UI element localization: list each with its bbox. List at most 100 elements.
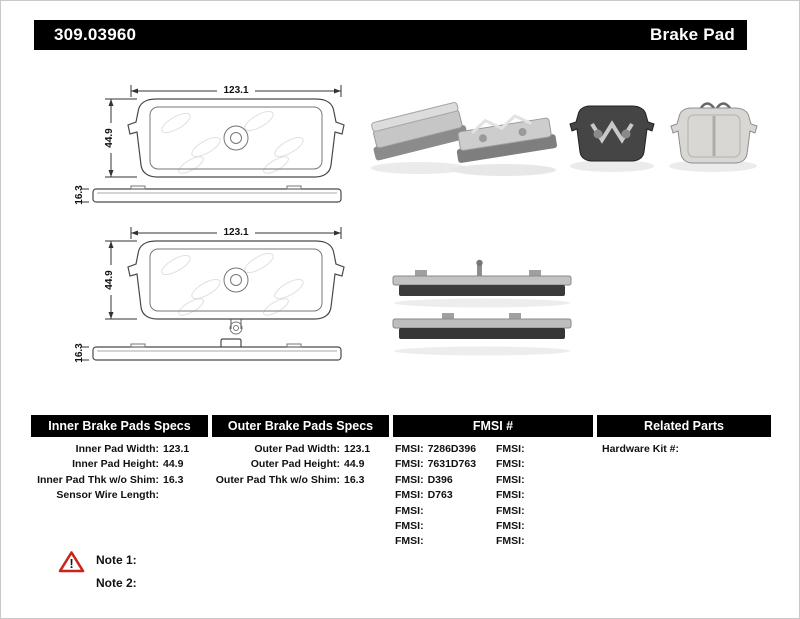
spec-label: Outer Pad Height: bbox=[250, 458, 340, 471]
spec-value: 7631D763 bbox=[427, 458, 477, 471]
inner-specs-header: Inner Brake Pads Specs bbox=[31, 415, 208, 437]
width-label: 123.1 bbox=[223, 85, 248, 96]
spec-label: FMSI: bbox=[496, 458, 525, 471]
thickness-label: 16.3 bbox=[74, 343, 85, 363]
spec-row: FMSI: bbox=[395, 504, 476, 519]
spec-value bbox=[424, 504, 428, 519]
pad-edge-view bbox=[92, 185, 342, 203]
spec-label: Hardware Kit #: bbox=[602, 443, 680, 455]
spec-row: Sensor Wire Length: bbox=[31, 488, 189, 503]
spec-value: 16.3 bbox=[163, 473, 184, 486]
thickness-dimension: 16.3 bbox=[71, 340, 89, 366]
spec-value: 44.9 bbox=[163, 458, 184, 471]
spec-value bbox=[525, 504, 529, 519]
spec-value bbox=[679, 442, 683, 457]
warning-exclamation: ! bbox=[69, 556, 73, 571]
spec-value bbox=[424, 519, 428, 534]
pad-set-top bbox=[392, 259, 572, 296]
pad-front-view bbox=[127, 98, 345, 178]
width-label: 123.1 bbox=[223, 227, 248, 238]
spec-label: FMSI: bbox=[496, 504, 525, 517]
spec-row: FMSI: bbox=[496, 504, 529, 519]
spec-label: FMSI: bbox=[496, 520, 525, 533]
spec-row: FMSI: D396 bbox=[395, 473, 476, 488]
related-parts-header: Related Parts bbox=[597, 415, 771, 437]
product-photo-pads-edge bbox=[392, 259, 572, 356]
spec-value bbox=[525, 534, 529, 549]
spec-row: Inner Pad Height: 44.9 bbox=[31, 457, 189, 472]
spec-value: 44.9 bbox=[344, 458, 365, 471]
product-photo-pad-front bbox=[669, 102, 758, 172]
spec-label: Outer Pad Thk w/o Shim: bbox=[215, 473, 340, 486]
spec-label: FMSI: bbox=[395, 489, 424, 502]
spec-value bbox=[525, 473, 529, 488]
fmsi-header: FMSI # bbox=[393, 415, 593, 437]
spec-label: FMSI: bbox=[395, 535, 424, 548]
spec-value bbox=[525, 442, 529, 457]
spec-label: Outer Pad Width: bbox=[254, 443, 340, 455]
spec-label: FMSI: bbox=[395, 473, 424, 486]
product-photo-pads-angled bbox=[371, 102, 557, 176]
spec-row: FMSI: bbox=[395, 519, 476, 534]
spec-row: Outer Pad Height: 44.9 bbox=[212, 457, 370, 472]
width-dimension: 123.1 bbox=[130, 225, 342, 239]
spec-row: Outer Pad Thk w/o Shim: 16.3 bbox=[212, 473, 370, 488]
spec-row: FMSI: bbox=[496, 442, 529, 457]
spec-value bbox=[159, 488, 163, 503]
height-dimension: 44.9 bbox=[100, 240, 137, 320]
fmsi-list-1: FMSI: 7286D396 FMSI: 7631D763 FMSI: D396… bbox=[395, 442, 476, 550]
spec-row: FMSI: bbox=[496, 473, 529, 488]
spec-value: D763 bbox=[427, 489, 453, 502]
spec-label: Inner Pad Thk w/o Shim: bbox=[37, 473, 159, 486]
spec-row: Outer Pad Width: 123.1 bbox=[212, 442, 370, 457]
spec-row: Inner Pad Width: 123.1 bbox=[31, 442, 190, 457]
spec-label: FMSI: bbox=[395, 458, 424, 471]
spec-value bbox=[424, 534, 428, 549]
fmsi-list-2: FMSI: FMSI: FMSI: FMSI: FMSI: FMSI: FMSI… bbox=[496, 442, 529, 550]
spec-row: Hardware Kit #: bbox=[602, 442, 683, 457]
pad-set-bottom bbox=[392, 313, 572, 339]
thickness-dimension: 16.3 bbox=[71, 182, 89, 208]
pad-front-view bbox=[127, 240, 345, 320]
spec-label: FMSI: bbox=[496, 443, 525, 455]
spec-value bbox=[525, 519, 529, 534]
spec-value: 123.1 bbox=[163, 443, 190, 455]
outer-specs-list: Outer Pad Width: 123.1 Outer Pad Height:… bbox=[212, 442, 371, 488]
spec-label: FMSI: bbox=[395, 504, 424, 517]
spec-row: FMSI: D763 bbox=[395, 488, 476, 503]
note-1: Note 1: bbox=[96, 553, 137, 567]
spec-value bbox=[525, 457, 529, 472]
spec-row: FMSI: bbox=[496, 457, 529, 472]
spec-value: 123.1 bbox=[344, 443, 371, 455]
spec-row: FMSI: 7631D763 bbox=[395, 457, 476, 472]
warning-icon: ! bbox=[58, 551, 85, 573]
thickness-label: 16.3 bbox=[74, 185, 85, 205]
spec-label: FMSI: bbox=[496, 473, 525, 486]
spec-row: FMSI: 7286D396 bbox=[395, 442, 476, 457]
spec-label: FMSI: bbox=[496, 489, 525, 502]
related-parts-list: Hardware Kit #: bbox=[602, 442, 683, 457]
height-label: 44.9 bbox=[104, 128, 115, 148]
spec-row: Inner Pad Thk w/o Shim: 16.3 bbox=[31, 473, 189, 488]
height-label: 44.9 bbox=[104, 270, 115, 290]
note-2: Note 2: bbox=[96, 576, 137, 590]
spec-value: 16.3 bbox=[344, 473, 365, 486]
width-dimension: 123.1 bbox=[130, 83, 342, 97]
spec-label: Inner Pad Height: bbox=[72, 458, 159, 471]
spec-row: FMSI: bbox=[496, 534, 529, 549]
inner-specs-list: Inner Pad Width: 123.1 Inner Pad Height:… bbox=[31, 442, 189, 504]
outer-specs-header: Outer Brake Pads Specs bbox=[212, 415, 389, 437]
spec-label: FMSI: bbox=[395, 520, 424, 533]
height-dimension: 44.9 bbox=[100, 98, 137, 178]
product-photo-pad-back bbox=[569, 105, 655, 172]
spec-row: FMSI: bbox=[496, 519, 529, 534]
pad-edge-view bbox=[92, 338, 342, 361]
page-title: Brake Pad bbox=[650, 25, 735, 44]
spec-label: FMSI: bbox=[496, 535, 525, 548]
part-number: 309.03960 bbox=[54, 25, 137, 44]
header-bar: 309.03960 Brake Pad bbox=[34, 20, 747, 50]
technical-drawing-outer-pad: 123.1 44.9 bbox=[71, 83, 345, 208]
spec-label: FMSI: bbox=[395, 443, 424, 455]
spec-row: FMSI: bbox=[496, 488, 529, 503]
